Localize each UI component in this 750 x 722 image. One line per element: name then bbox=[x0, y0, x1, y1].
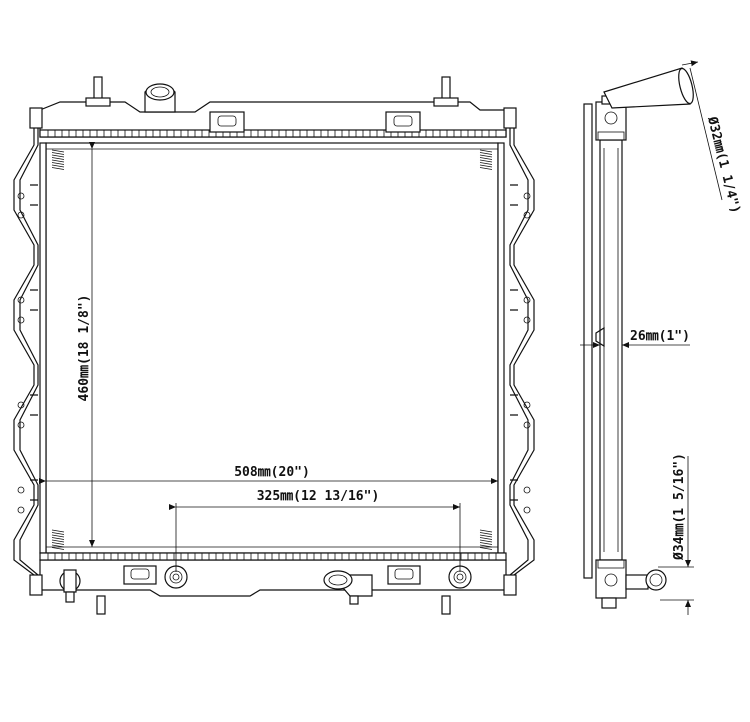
top-clips bbox=[209, 111, 421, 133]
drain-plug bbox=[59, 569, 81, 603]
spacing-label: 325㎜(12 13/16") bbox=[257, 489, 380, 504]
bottom-tank bbox=[39, 559, 507, 597]
width-label: 508㎜(20") bbox=[234, 465, 310, 480]
inlet-neck bbox=[144, 83, 176, 113]
outlet-diameter-label: Ø34㎜(1 5/16") bbox=[672, 453, 687, 561]
side-core bbox=[599, 139, 623, 561]
side-outlet-fitting bbox=[625, 569, 667, 591]
right-side-bracket bbox=[513, 120, 535, 576]
thickness-label: 26㎜(1") bbox=[630, 329, 690, 344]
bottom-fittings bbox=[164, 565, 472, 589]
inlet-diameter-label: Ø32㎜(1 1/4") bbox=[704, 114, 743, 215]
left-side-bracket bbox=[13, 120, 35, 576]
top-mounting-pins bbox=[85, 76, 459, 107]
front-view: 460㎜(18 1/8") 508㎜(20") 325㎜(12 13/16") bbox=[13, 76, 535, 615]
side-inlet-pipe bbox=[603, 67, 694, 109]
bottom-clips bbox=[123, 565, 421, 585]
outlet-neck bbox=[323, 570, 373, 605]
side-view: Ø32㎜(1 1/4") 26㎜(1") Ø34㎜(1 5/16") bbox=[580, 60, 743, 615]
height-label: 460㎜(18 1/8") bbox=[77, 295, 92, 402]
